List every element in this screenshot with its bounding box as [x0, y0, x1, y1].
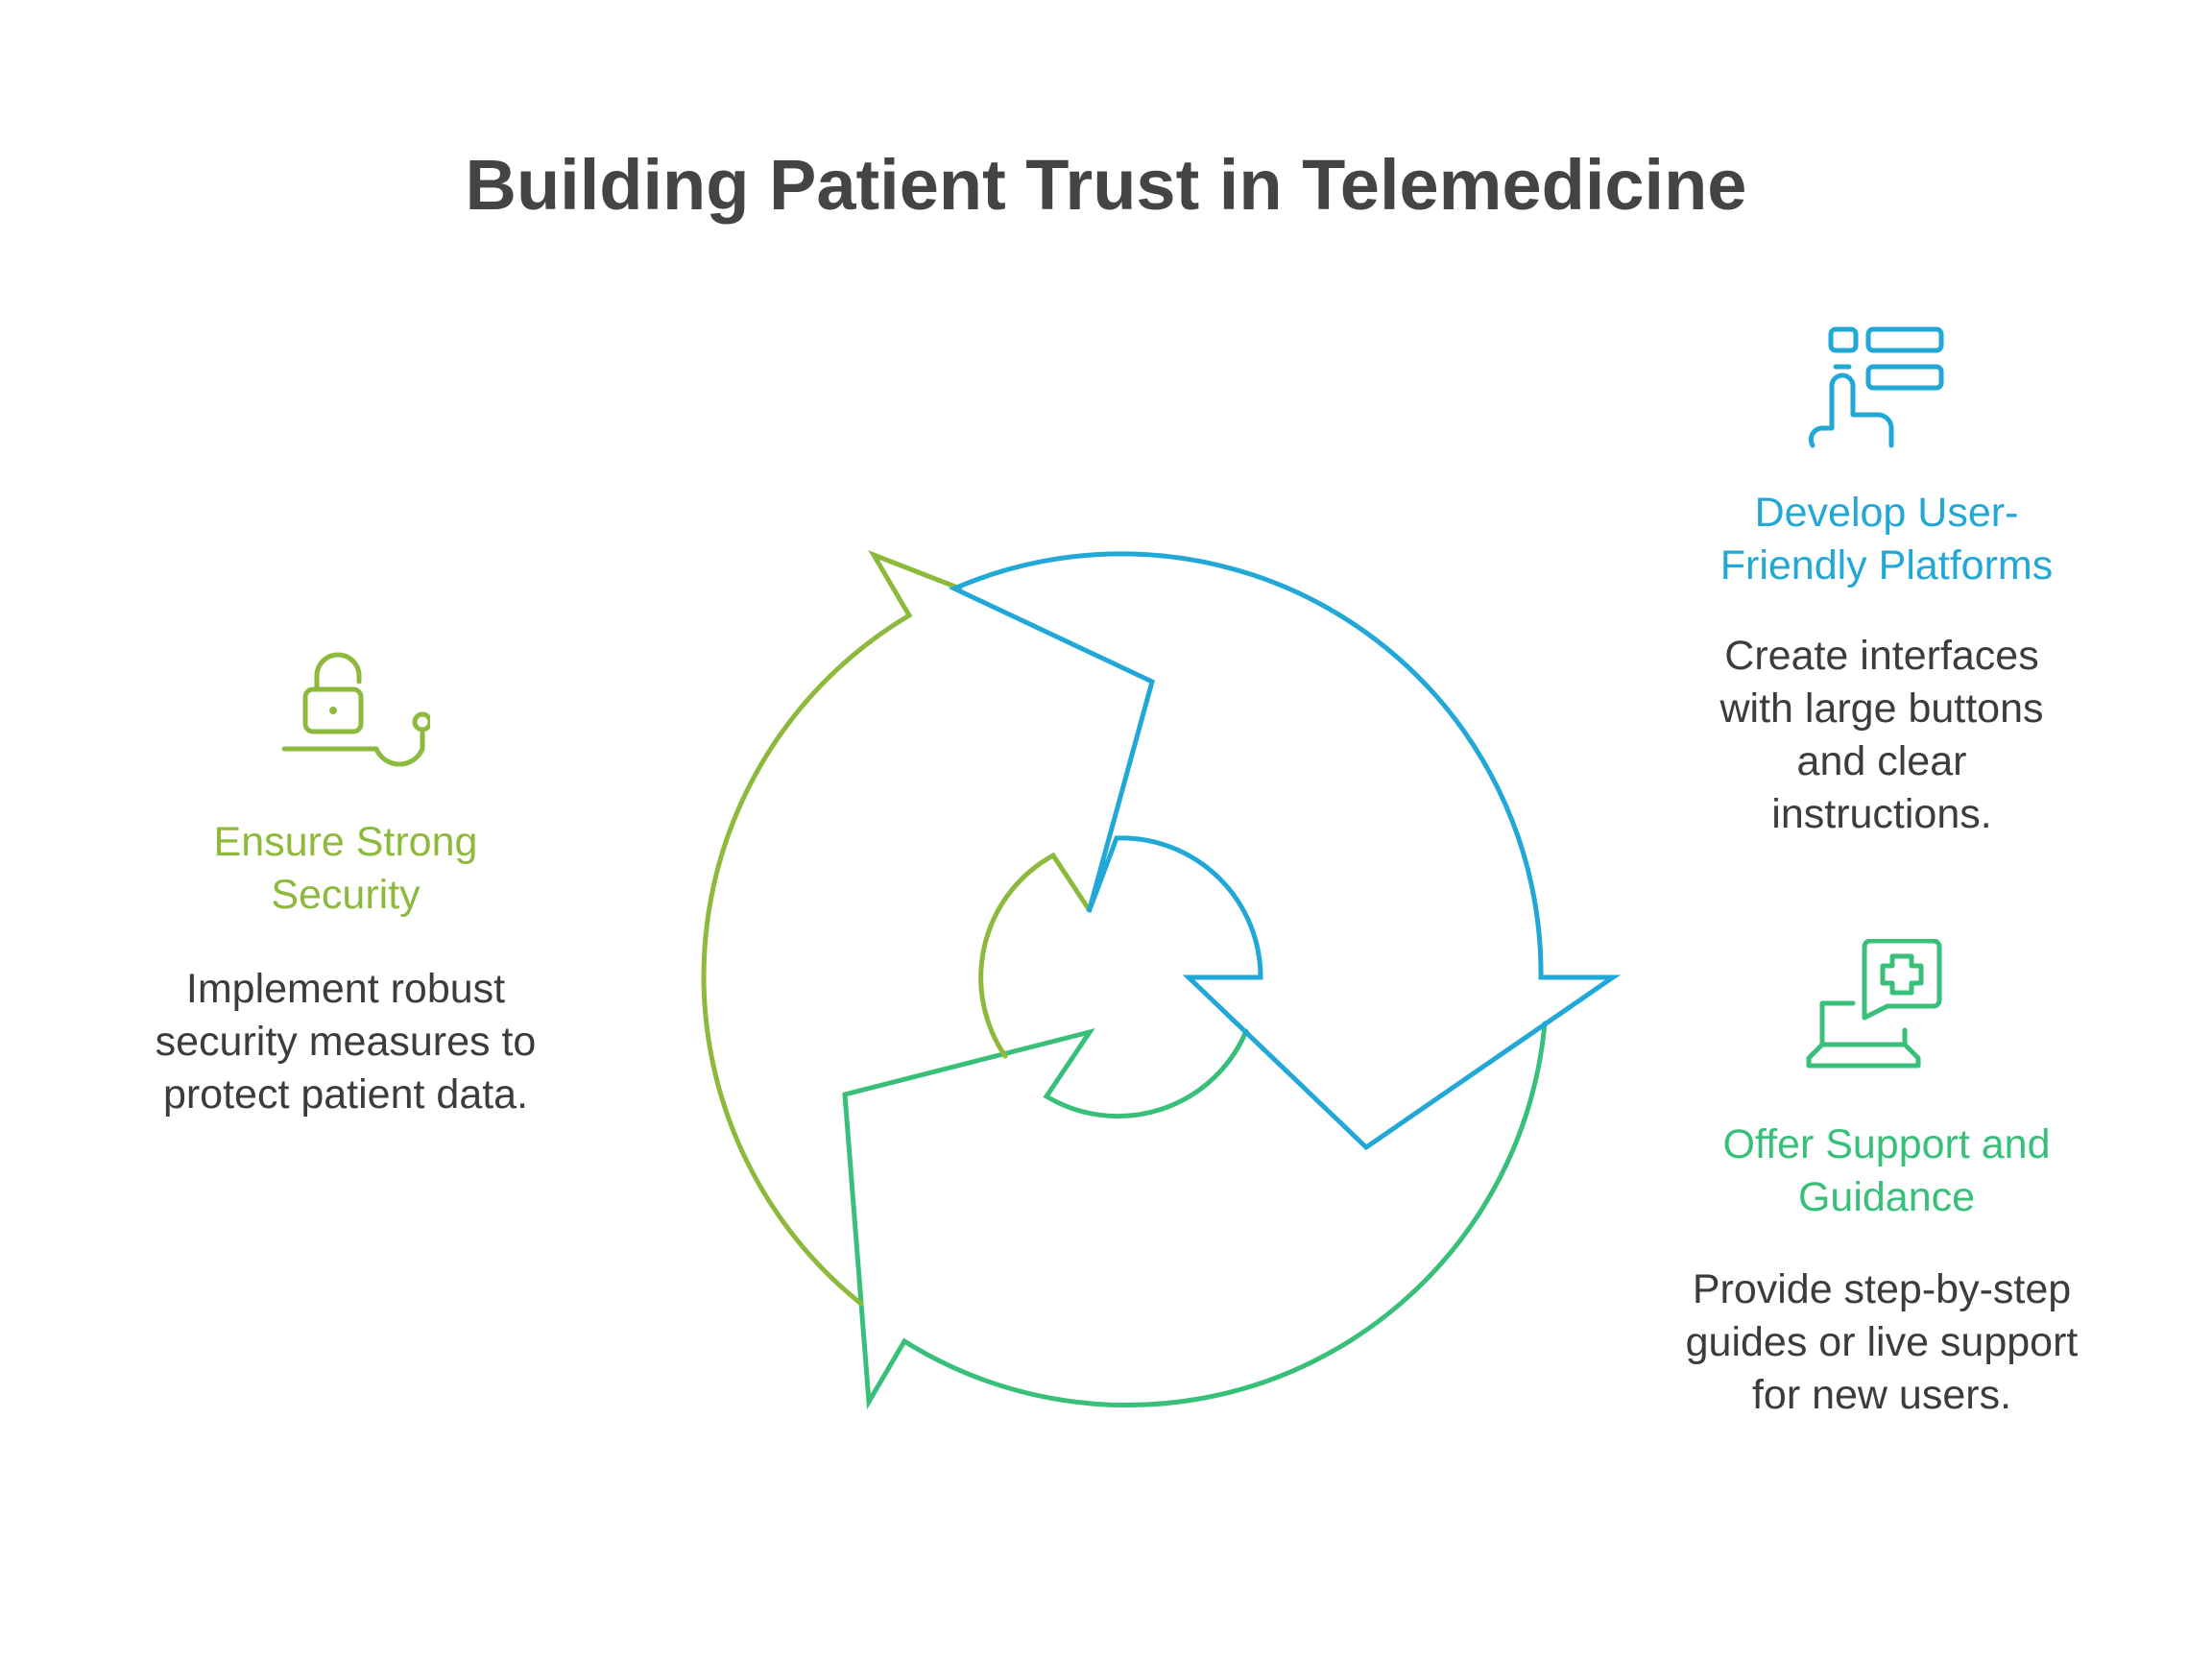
cycle-arrow-support [842, 1021, 1548, 1410]
touch-interface-icon [1808, 326, 1944, 448]
cycle-arrow-platforms [948, 551, 1622, 1151]
security-description: Implement robust security measures to pr… [155, 966, 537, 1118]
support-heading: Offer Support and Guidance [1722, 1121, 2051, 1220]
unlocked-padlock-icon [281, 652, 430, 767]
platforms-description: Create interfaces with large buttons and… [1719, 633, 2044, 837]
cycle-arrow-security [701, 550, 1092, 1307]
laptop-medical-chat-icon [1806, 939, 1942, 1069]
page-title: Building Patient Trust in Telemedicine [465, 145, 1747, 225]
platforms-heading: Develop User-Friendly Platforms [1719, 490, 2054, 589]
security-heading: Ensure Strong Security [213, 819, 478, 918]
support-description: Provide step-by-step guides or live supp… [1685, 1266, 2079, 1418]
